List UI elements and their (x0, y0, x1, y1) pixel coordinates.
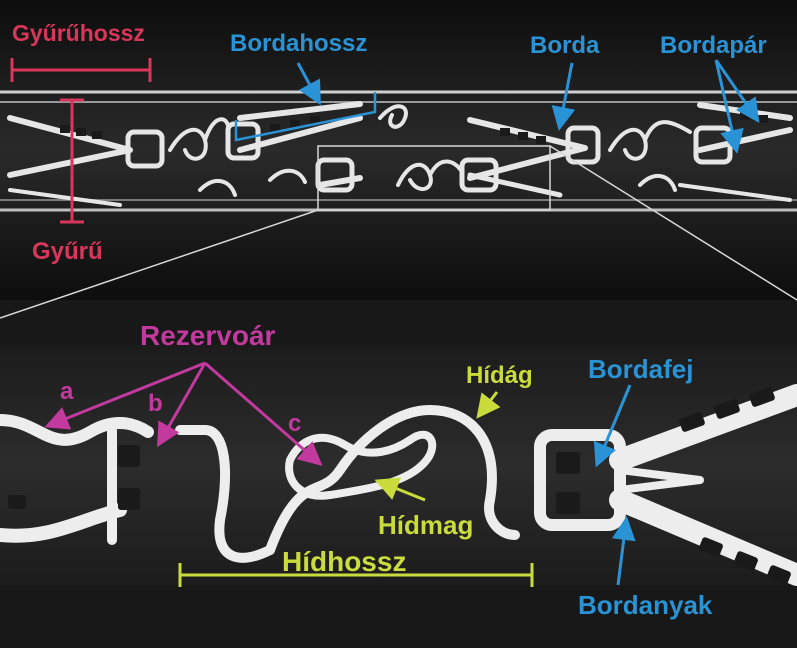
label-bridge-core: Hídmag (378, 512, 473, 538)
label-bridge-length: Hídhossz (282, 548, 406, 576)
label-ring-length: Gyűrűhossz (12, 22, 145, 45)
label-strut-length: Bordahossz (230, 32, 367, 56)
label-strut: Borda (530, 34, 599, 58)
label-ring: Gyűrű (32, 240, 103, 264)
label-strut-head: Bordafej (588, 356, 693, 382)
label-strut-pair: Bordapár (660, 34, 767, 58)
label-reservoir-a: a (60, 380, 73, 404)
label-strut-neck: Bordanyak (578, 592, 712, 618)
label-reservoir-c: c (288, 412, 301, 436)
label-reservoir: Rezervoár (140, 322, 275, 350)
label-bridge-arm: Hídág (466, 364, 533, 388)
label-reservoir-b: b (148, 392, 163, 416)
